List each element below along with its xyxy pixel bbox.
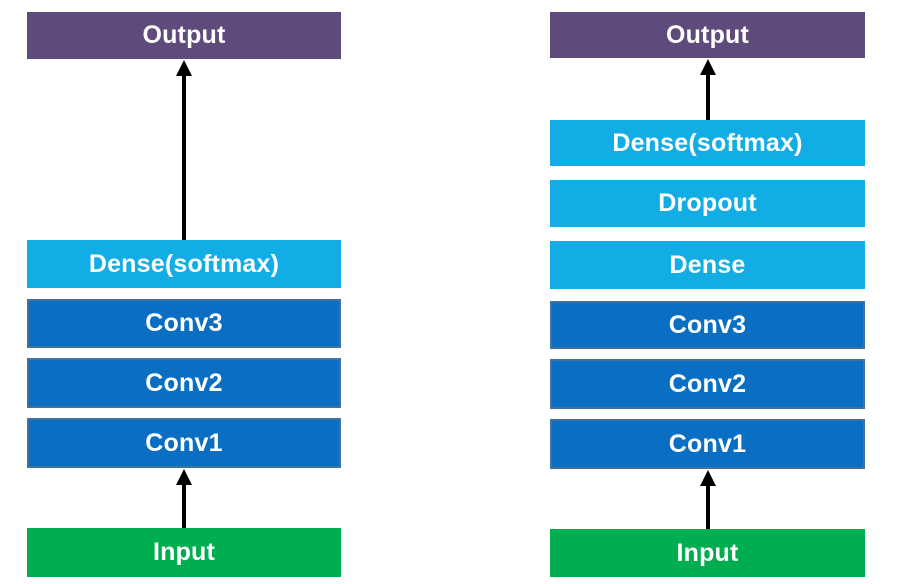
arrow-shaft [182, 73, 186, 240]
arrow-up-input-to-conv1 [176, 469, 192, 528]
layer-label-dense: Dense [669, 250, 746, 279]
diagram-cnn-right: Output Dense(softmax) Dropout Dense Conv… [550, 0, 865, 584]
layer-label-conv2: Conv2 [668, 369, 747, 398]
layer-label-conv1: Conv1 [145, 428, 223, 457]
layer-label-conv1: Conv1 [668, 429, 747, 458]
layer-box-dense-softmax: Dense(softmax) [27, 240, 341, 288]
layer-label-dense-softmax: Dense(softmax) [612, 128, 803, 157]
layer-box-input: Input [550, 529, 865, 577]
layer-box-dense: Dense [550, 241, 865, 289]
arrow-shaft [706, 72, 710, 120]
layer-label-input: Input [676, 538, 739, 567]
arrow-shaft [706, 483, 710, 529]
layer-box-conv3: Conv3 [550, 301, 865, 349]
layer-label-conv2: Conv2 [145, 368, 223, 397]
layer-box-conv2: Conv2 [550, 359, 865, 409]
arrow-head-icon [700, 59, 716, 75]
arrow-head-icon [176, 469, 192, 485]
arrow-shaft [182, 482, 186, 528]
layer-label-input: Input [152, 538, 216, 566]
layer-label-conv3: Conv3 [145, 309, 223, 337]
arrow-head-icon [700, 470, 716, 486]
arrow-head-icon [176, 60, 192, 76]
arrow-up-dense-to-output [700, 59, 716, 120]
layer-box-dropout: Dropout [550, 180, 865, 227]
layer-box-output: Output [27, 12, 341, 59]
diagram-cnn-left: Output Dense(softmax) Conv3 Conv2 Conv1 … [27, 0, 341, 584]
layer-box-conv2: Conv2 [27, 358, 341, 408]
layer-label-conv3: Conv3 [668, 310, 747, 339]
layer-box-dense-softmax: Dense(softmax) [550, 120, 865, 166]
layer-box-conv1: Conv1 [550, 419, 865, 469]
layer-box-input: Input [27, 528, 341, 577]
layer-box-output: Output [550, 12, 865, 58]
arrow-up-input-to-conv1 [700, 470, 716, 529]
layer-label-output: Output [665, 20, 750, 49]
layer-box-conv1: Conv1 [27, 418, 341, 468]
layer-label-dense-softmax: Dense(softmax) [88, 249, 280, 278]
layer-box-conv3: Conv3 [27, 299, 341, 348]
arrow-up-dense-to-output [176, 60, 192, 240]
layer-label-dropout: Dropout [658, 189, 757, 217]
layer-label-output: Output [142, 21, 226, 49]
